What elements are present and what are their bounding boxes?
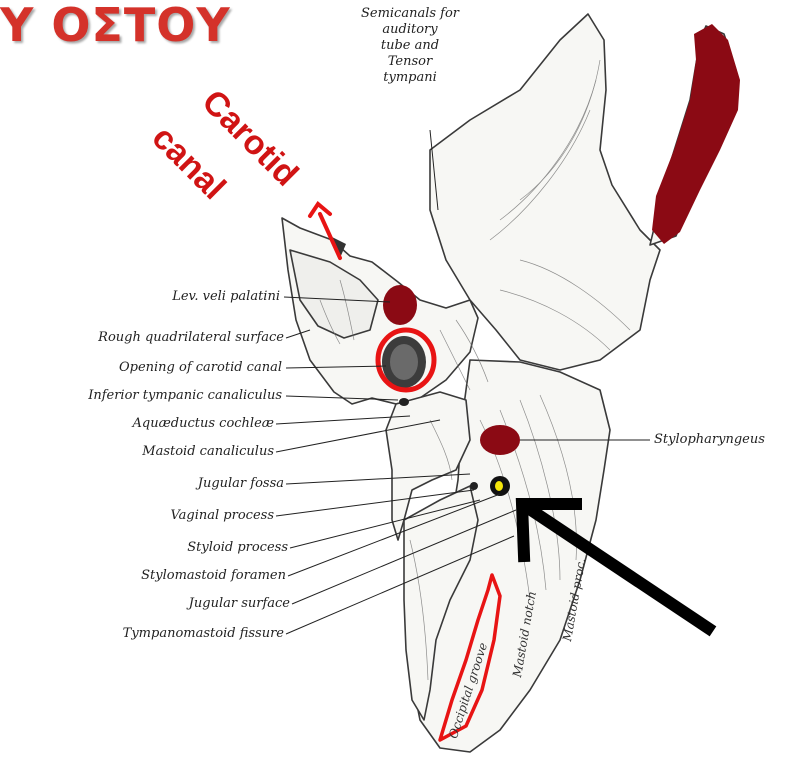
- semicanals-label: Semicanals for auditory tube and Tensor …: [340, 6, 480, 86]
- temporalis-area: [652, 24, 740, 244]
- label-opening-of-carotid-canal: Opening of carotid canal: [119, 361, 282, 374]
- semicanals-label-line: tube and: [340, 38, 480, 54]
- semicanals-label-line: auditory: [340, 22, 480, 38]
- lev-veli-palatini-area: [383, 285, 417, 325]
- semicanals-label-line: tympani: [340, 70, 480, 86]
- semicanals-label-line: Tensor: [340, 54, 480, 70]
- stylopharyngeus-area: [480, 425, 520, 455]
- label-stylomastoid-foramen: Stylomastoid foramen: [141, 569, 286, 582]
- label-aquaeductus-cochleae: Aquæductus cochleæ: [132, 417, 274, 430]
- label-stylopharyngeus: Stylopharyngeus: [654, 433, 765, 446]
- label-jugular-surface: Jugular surface: [189, 597, 290, 610]
- label-rough-quadrilateral-surface: Rough quadrilateral surface: [98, 331, 284, 344]
- label-inferior-tympanic-canaliculus: Inferior tympanic canaliculus: [88, 389, 282, 402]
- semicanals-label-line: Semicanals for: [340, 6, 480, 22]
- label-vaginal-process: Vaginal process: [170, 509, 274, 522]
- label-lev-veli-palatini: Lev. veli palatini: [172, 290, 280, 303]
- label-tympanomastoid-fissure: Tympanomastoid fissure: [123, 627, 284, 640]
- label-mastoid-canaliculus: Mastoid canaliculus: [142, 445, 274, 458]
- yellow-dot: [495, 481, 503, 491]
- label-styloid-process: Styloid process: [187, 541, 288, 554]
- label-jugular-fossa: Jugular fossa: [198, 477, 284, 490]
- temporal-bone-outline: [282, 14, 736, 752]
